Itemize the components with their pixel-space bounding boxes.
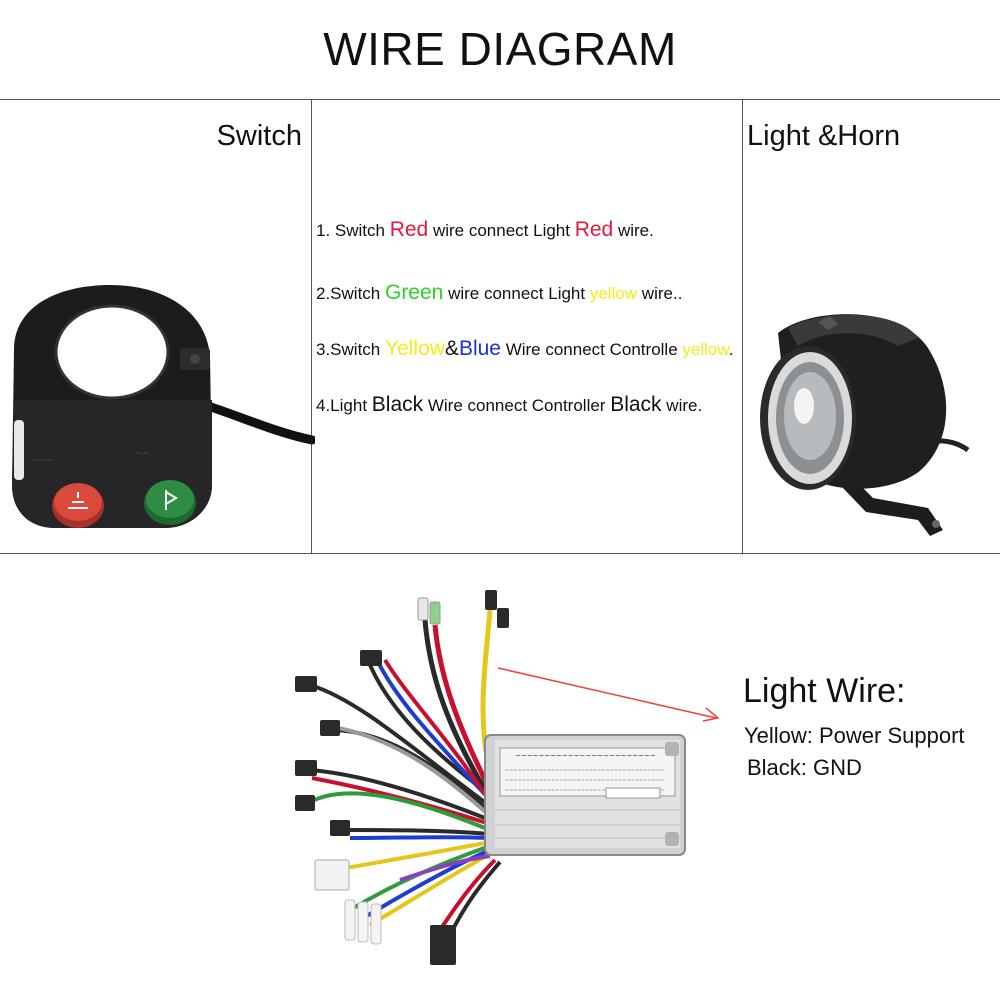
instruction-4: 4.Light Black Wire connect Controller Bl…	[316, 393, 703, 416]
bottom-divider	[0, 553, 1000, 554]
controller-image: ~~~~~~~~~~~~~~~~~~~~~~~~ ~~~~~~~~~~~~~~~…	[295, 590, 686, 965]
light-wire-yellow: Yellow: Power Support	[744, 723, 965, 748]
page-title: WIRE DIAGRAM	[323, 23, 677, 75]
switch-label: Switch	[216, 120, 302, 152]
top-divider	[0, 99, 1000, 100]
instruction-2: 2.Switch Green wire connect Light yellow…	[316, 281, 683, 304]
instruction-1: 1. Switch Red wire connect Light Red wir…	[316, 218, 654, 241]
instruction-3: 3.Switch Yellow&Blue Wire connect Contro…	[316, 337, 734, 360]
svg-text:~~~~~~~~~~~~~~~~~~~~~~~~~~~~~~: ~~~~~~~~~~~~~~~~~~~~~~~~~~~~~~~~~~~~~~	[505, 778, 664, 784]
svg-text:~~~: ~~~	[30, 456, 53, 466]
right-column-divider	[742, 99, 743, 554]
light-wire-black: Black: GND	[747, 755, 862, 780]
svg-text:~~~~~~~~~~~~~~~~~~~~~~~~~~~~~~: ~~~~~~~~~~~~~~~~~~~~~~~~~~~~~~~~~~~~~~	[505, 788, 664, 794]
left-column-divider	[311, 99, 312, 554]
pointer-arrow	[497, 667, 720, 722]
light-horn-label: Light &Horn	[747, 120, 901, 152]
light-wire-title: Light Wire:	[743, 672, 906, 710]
headlight-image	[760, 314, 970, 536]
svg-text:~~~~~~~~~~~~~~~~~~~~~~~~~~~~~~: ~~~~~~~~~~~~~~~~~~~~~~~~~~~~~~~~~~~~~~	[505, 768, 664, 774]
switch-image: ~~~ ~~	[12, 285, 315, 528]
svg-text:~~: ~~	[135, 449, 150, 459]
svg-text:~~~~~~~~~~~~~~~~~~~~~~~~: ~~~~~~~~~~~~~~~~~~~~~~~~	[515, 752, 656, 760]
